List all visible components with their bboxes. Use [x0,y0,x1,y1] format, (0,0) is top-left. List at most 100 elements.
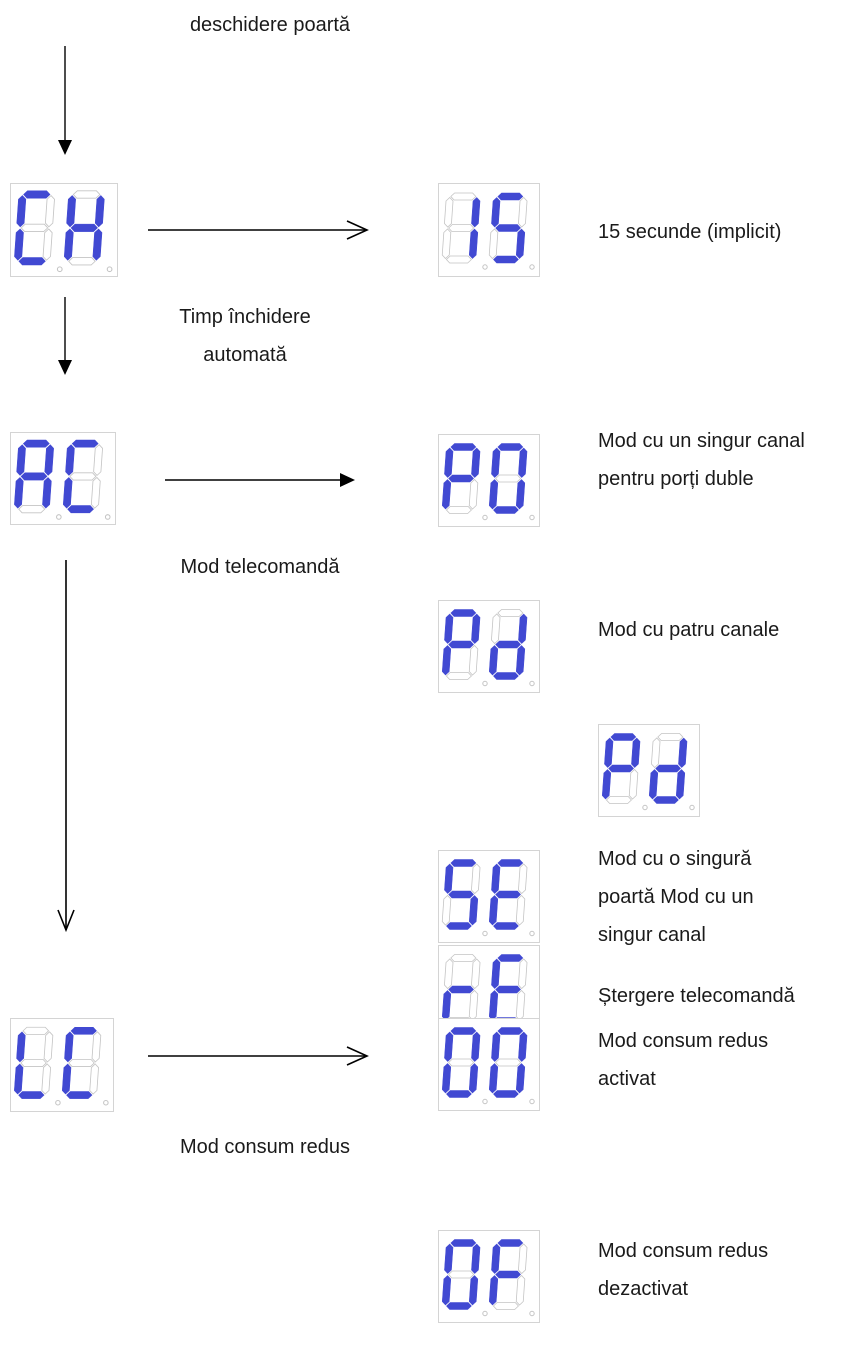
segment-e [14,477,24,509]
segment-e [62,477,73,509]
segment-d [492,1302,519,1310]
segment-b [471,1031,481,1062]
segment-e [441,894,452,926]
segment-g [495,224,521,232]
segment-d [493,672,519,680]
segment-c [515,894,526,926]
seven-segment-15 [441,192,535,270]
segment-e [441,228,452,260]
segment-a [657,733,684,741]
lc-caption: Mod consum redus [179,1136,351,1158]
segment-f [444,958,454,990]
segment-e [601,769,612,800]
decimal-point [529,264,535,270]
label-15: 15 secunde (implicit) [598,221,782,243]
segment-a [450,443,477,451]
segment-g [495,640,521,649]
segment-d [493,255,519,264]
segment-d [18,257,46,266]
segment-g [448,1270,475,1279]
segment-f [491,1243,501,1274]
decimal-point [642,804,648,811]
segment-g [20,1058,47,1067]
seven-segment-p0 [441,443,535,521]
segment-e [648,769,659,800]
segment-g [495,985,521,994]
segment-c [515,1274,526,1306]
display-ac [10,432,116,525]
segment-g [448,474,474,483]
segment-g [69,472,97,481]
display-pd-2 [598,724,700,817]
segment-d [445,255,472,264]
segment-f [651,737,661,769]
segment-a [22,1026,50,1035]
decimal-point [482,264,488,270]
segment-c [675,769,686,800]
decimal-point [529,1098,535,1105]
arrow-ch-to-15 [148,220,369,240]
segment-b [518,196,528,228]
segment-a [23,190,51,199]
segment-d [18,1091,45,1099]
segment-a [72,190,101,199]
decimal-point [482,930,488,937]
decimal-point [56,514,62,520]
segment-c [468,895,479,926]
segment-c [468,644,479,676]
label-re: Ștergere telecomandă [598,985,795,1007]
segment-b [44,194,55,228]
segment-a [497,443,524,451]
segment-d [493,1090,519,1098]
segment-g [448,1058,475,1067]
segment-d [66,1091,93,1099]
label-0f: Mod consum redus dezactivat [598,1240,769,1300]
arrow-ch-to-ac [58,297,72,375]
decimal-point [529,514,535,521]
segment-b [44,444,54,476]
label-00: Mod consum redus activat [598,1030,769,1090]
segment-c [42,228,53,261]
segment-b [471,613,481,644]
segment-b [471,958,481,990]
segment-g [495,1058,522,1067]
decimal-point [56,266,63,273]
arrow-ac-to-lc [57,560,75,933]
segment-d [445,506,472,514]
segment-d [68,257,96,266]
segment-f [491,863,501,894]
segment-c [468,1063,479,1094]
segment-c [468,1275,479,1306]
segment-g [655,764,681,773]
segment-a [450,859,477,867]
display-p0 [438,434,540,527]
segment-c [42,477,52,509]
segment-c [92,228,103,261]
segment-f [491,1031,501,1062]
decimal-point [689,804,695,811]
segment-g [495,1270,521,1279]
segment-d [446,1302,472,1310]
segment-e [14,228,24,261]
segment-a [497,859,524,867]
segment-f [491,447,501,478]
segment-g [448,985,474,994]
decimal-point [482,514,488,521]
display-0f [438,1230,540,1323]
segment-e [488,895,499,926]
segment-f [16,1031,26,1063]
segment-a [71,439,99,448]
decimal-point [529,930,535,937]
segment-g [608,764,634,773]
segment-d [445,672,472,680]
segment-g [68,1058,95,1067]
segment-b [518,1243,528,1275]
seven-segment-lc [14,1026,109,1106]
segment-a [70,1027,97,1035]
segment-e [63,228,74,261]
decimal-point [106,266,113,273]
arrow-top-to-ch [58,46,72,155]
decimal-point [103,1099,109,1106]
segment-g [495,890,521,899]
